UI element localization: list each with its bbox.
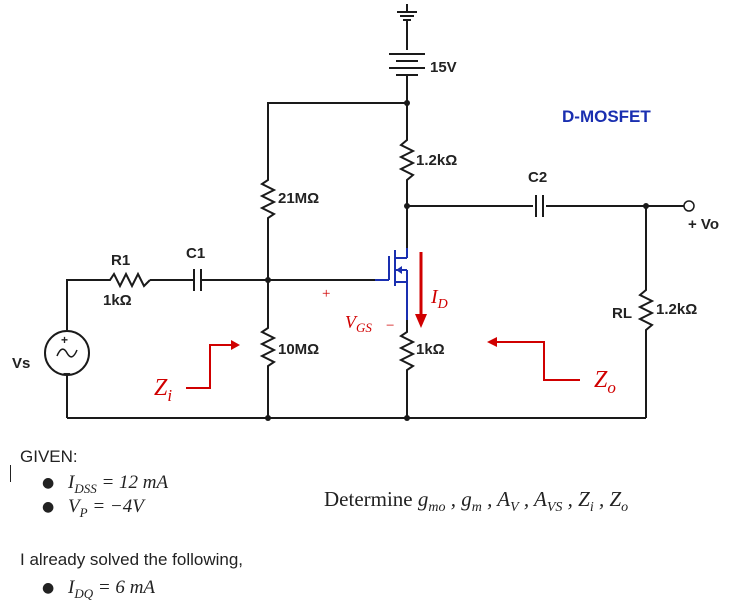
supply-label: 15V [430, 59, 457, 76]
source-minus: − [63, 366, 71, 381]
zo-arrow-icon [487, 337, 580, 381]
zi-arrow-icon [186, 340, 240, 389]
given-heading: GIVEN: [20, 447, 78, 466]
c1-capacitor-icon [193, 269, 202, 291]
r-bottom-resistor [259, 280, 277, 418]
battery-icon [389, 53, 425, 130]
text-cursor [10, 465, 11, 482]
c1-label: C1 [186, 245, 205, 262]
mosfet-icon [375, 248, 408, 320]
circuit-diagram: 15V D-MOSFET 21MΩ 1.2kΩ C2 + Vo RL 1.2kΩ [12, 4, 719, 421]
vo-terminal-icon [683, 200, 695, 212]
device-title: D-MOSFET [562, 107, 651, 126]
r1-name-label: R1 [111, 252, 130, 269]
r1-value-label: 1kΩ [103, 292, 132, 309]
solved-section: I already solved the following, ●IDQ = 6… [20, 548, 244, 601]
id-arrow-icon [415, 252, 427, 328]
zo-label: Zo [594, 367, 616, 397]
top-rail-wire [267, 102, 407, 175]
vo-label: + Vo [688, 216, 719, 233]
rl-resistor [637, 206, 655, 418]
rs-resistor [398, 320, 416, 418]
solved-list: ●IDQ = 6 mA [20, 576, 243, 601]
r-top-resistor [259, 175, 277, 232]
vgs-label: VGS [345, 312, 372, 335]
vgs-plus: + [322, 286, 330, 302]
c2-label: C2 [528, 169, 547, 186]
rl-value-label: 1.2kΩ [656, 301, 697, 318]
list-item: ●VP = −4V [42, 496, 144, 520]
solved-idq: IDQ = 6 mA [68, 577, 156, 601]
solved-heading: I already solved the following, [20, 550, 244, 569]
given-idss: IDSS = 12 mA [68, 472, 169, 496]
zi-label: Zi [154, 375, 172, 405]
r-bottom-label: 10MΩ [278, 341, 319, 358]
determine-text: Determine gmo , gm , AV , AVS , Zi , Zo [324, 487, 629, 516]
list-item: ●IDSS = 12 mA [42, 472, 169, 496]
vs-label: Vs [12, 355, 30, 372]
rd-resistor [398, 130, 416, 248]
given-list: ●IDSS = 12 mA ●VP = −4V [20, 471, 169, 520]
vgs-minus: − [386, 318, 394, 334]
list-item: ●IDQ = 6 mA [42, 577, 156, 601]
r-top-label: 21MΩ [278, 190, 319, 207]
id-label: ID [430, 286, 448, 312]
source-plus: + [61, 333, 68, 347]
given-vp: VP = −4V [68, 496, 144, 520]
given-section: GIVEN: ●IDSS = 12 mA ●VP = −4V [20, 445, 169, 520]
c2-capacitor-icon [535, 195, 544, 217]
r1-resistor [105, 271, 151, 289]
rl-name-label: RL [612, 305, 632, 322]
rs-label: 1kΩ [416, 341, 445, 358]
ac-source-icon [44, 330, 90, 376]
top-ground-icon [397, 4, 417, 50]
rd-label: 1.2kΩ [416, 152, 457, 169]
